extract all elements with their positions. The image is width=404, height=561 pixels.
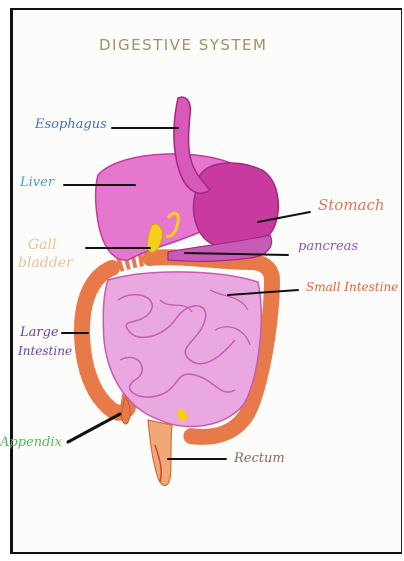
large-intestine-label-line2: Intestine: [18, 344, 72, 358]
rectum-label: Rectum: [234, 452, 285, 466]
gall-bladder-label-line2: bladder: [18, 256, 73, 270]
large-intestine-label-line1: Large: [20, 326, 59, 340]
liver-label: Liver: [20, 176, 54, 190]
small-intestine-label: Small Intestine: [306, 280, 398, 294]
esophagus-label: Esophagus: [35, 118, 107, 132]
appendix-label: Appendix: [0, 436, 62, 450]
appendix-leader-line: [68, 414, 120, 442]
stomach-label: Stomach: [318, 198, 385, 212]
pancreas-label: pancreas: [298, 240, 358, 254]
rectum-organ: [148, 420, 172, 486]
stomach-organ: [194, 163, 279, 247]
gall-bladder-label-line1: Gall: [28, 238, 57, 252]
